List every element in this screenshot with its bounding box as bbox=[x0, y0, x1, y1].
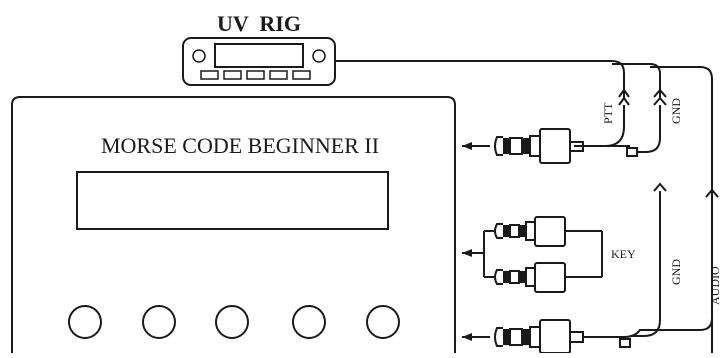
audio-label: AUDIO bbox=[708, 266, 720, 305]
device-knob bbox=[142, 305, 176, 339]
uv-rig-label: UV RIG bbox=[217, 11, 301, 36]
device-knob bbox=[366, 305, 400, 339]
gnd-lower-label: GND bbox=[669, 259, 683, 285]
uv-rig-button bbox=[246, 70, 265, 80]
device-knobs bbox=[68, 305, 400, 339]
uv-rig-display bbox=[214, 43, 304, 68]
uv-rig-body bbox=[182, 37, 336, 86]
top-plug bbox=[462, 128, 638, 164]
device-display bbox=[76, 171, 389, 230]
device-knob bbox=[68, 305, 102, 339]
audio-connector bbox=[705, 188, 719, 198]
ptt-label: PTT bbox=[601, 102, 615, 124]
gnd-top-connector bbox=[630, 88, 667, 153]
uv-rig-left-knob bbox=[192, 49, 206, 63]
uv-rig-buttons bbox=[200, 70, 311, 80]
uv-rig-button bbox=[200, 70, 219, 80]
key-plugs bbox=[462, 216, 603, 293]
gnd-lower-connector bbox=[630, 182, 667, 337]
uv-rig-right-knob bbox=[312, 49, 326, 63]
gnd-top-label: GND bbox=[669, 98, 683, 124]
device-knob bbox=[215, 305, 249, 339]
uv-rig-button bbox=[269, 70, 288, 80]
device-title: MORSE CODE BEGINNER II bbox=[101, 133, 379, 158]
uv-rig: UV RIG bbox=[182, 11, 336, 86]
device-knob bbox=[292, 305, 326, 339]
uv-rig-button bbox=[292, 70, 311, 80]
key-label: KEY bbox=[611, 247, 636, 261]
uv-rig-button bbox=[223, 70, 242, 80]
radio-cable bbox=[335, 60, 713, 353]
bottom-plug bbox=[462, 317, 713, 354]
morse-device: MORSE CODE BEGINNER II bbox=[11, 96, 456, 353]
